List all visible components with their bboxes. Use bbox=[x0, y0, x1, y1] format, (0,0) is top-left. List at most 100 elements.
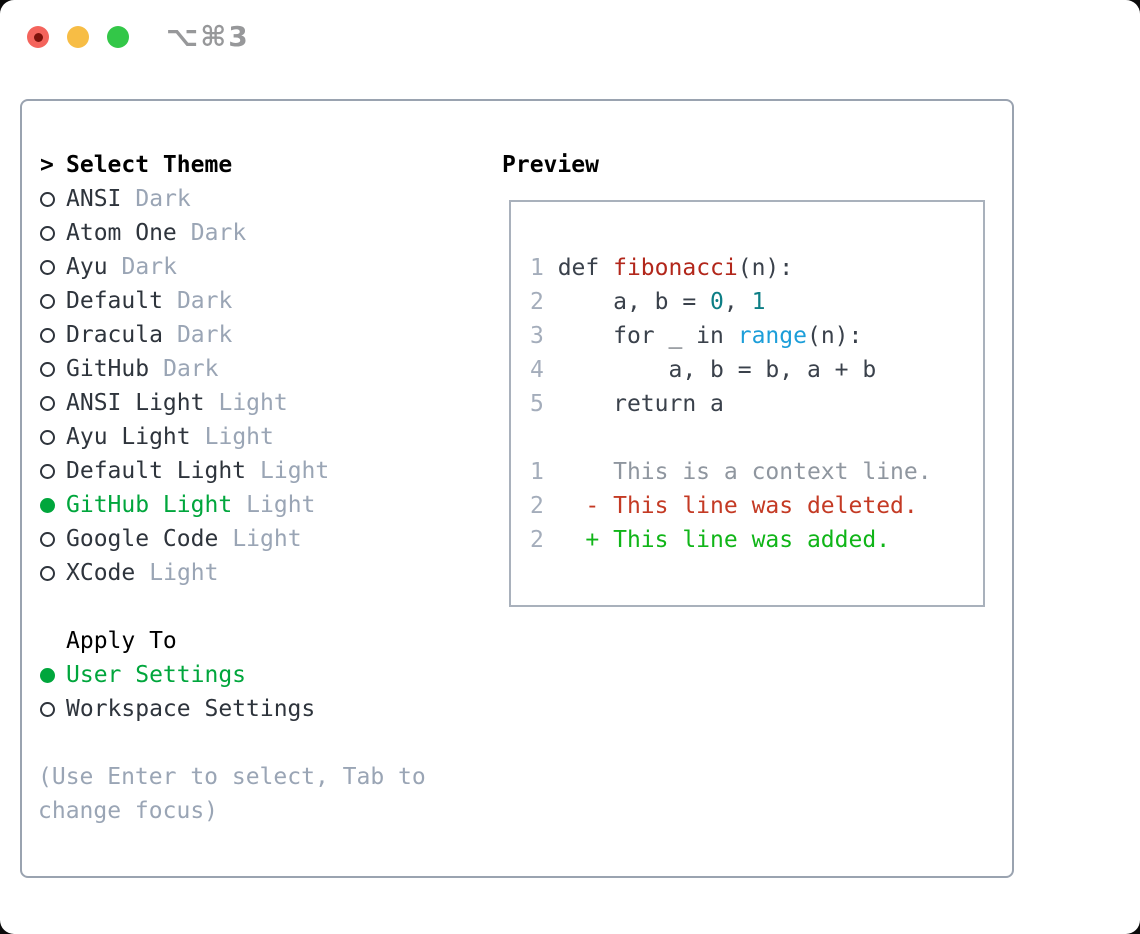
theme-name: Dracula bbox=[66, 322, 163, 348]
zoom-button[interactable] bbox=[107, 26, 129, 48]
theme-variant-label: Dark bbox=[176, 322, 233, 348]
theme-variant-label: Dark bbox=[190, 220, 247, 246]
line-number: 2 bbox=[530, 493, 544, 519]
apply-to-title: Apply To bbox=[66, 628, 177, 654]
theme-list-header-row: > Select Theme bbox=[40, 148, 329, 182]
option-circle bbox=[40, 395, 55, 411]
radio-circle-icon bbox=[40, 259, 66, 275]
radio-circle-icon bbox=[40, 531, 66, 547]
line-number: 2 bbox=[530, 527, 544, 553]
theme-variant-label: Light bbox=[232, 526, 302, 552]
code-token: (n): bbox=[806, 323, 863, 349]
theme-option[interactable]: Google Code Light bbox=[40, 522, 329, 556]
code-token: return a bbox=[543, 391, 724, 417]
preview-title: Preview bbox=[502, 152, 599, 178]
option-circle bbox=[40, 259, 55, 275]
apply-option[interactable]: Workspace Settings bbox=[40, 692, 329, 726]
option-circle bbox=[40, 429, 55, 445]
code-token: - This line was deleted. bbox=[543, 493, 918, 519]
option-circle bbox=[40, 293, 55, 309]
apply-option-label: User Settings bbox=[66, 662, 247, 688]
theme-name: GitHub Light bbox=[66, 492, 233, 518]
theme-name: XCode bbox=[66, 560, 136, 586]
option-circle bbox=[40, 701, 55, 717]
theme-option[interactable]: Atom One Dark bbox=[40, 216, 329, 250]
window-title-shortcut: ⌥⌘3 bbox=[166, 20, 250, 53]
help-text: (Use Enter to select, Tab to change focu… bbox=[38, 764, 426, 824]
theme-option[interactable]: Ayu Dark bbox=[40, 250, 329, 284]
theme-option[interactable]: XCode Light bbox=[40, 556, 329, 590]
radio-selected-icon bbox=[40, 497, 66, 513]
code-line: 2 + This line was added. bbox=[530, 523, 983, 557]
theme-name: ANSI bbox=[66, 186, 122, 212]
radio-circle-icon bbox=[40, 225, 66, 241]
code-line: 2 a, b = 0, 1 bbox=[530, 285, 983, 319]
theme-option[interactable]: ANSI Dark bbox=[40, 182, 329, 216]
theme-name: Ayu bbox=[66, 254, 108, 280]
code-token: (n): bbox=[737, 255, 794, 281]
theme-option[interactable]: GitHub Light Light bbox=[40, 488, 329, 522]
radio-circle-icon bbox=[40, 429, 66, 445]
radio-circle-icon bbox=[40, 327, 66, 343]
code-token: This is a context line. bbox=[543, 459, 932, 485]
option-circle bbox=[40, 565, 55, 581]
radio-circle-icon bbox=[40, 395, 66, 411]
window-controls bbox=[27, 26, 129, 48]
code-line: 4 a, b = b, a + b bbox=[530, 353, 983, 387]
radio-circle-icon bbox=[40, 701, 66, 717]
line-number: 3 bbox=[530, 323, 544, 349]
line-number: 4 bbox=[530, 357, 544, 383]
theme-name: Google Code bbox=[66, 526, 219, 552]
code-line: 1 This is a context line. bbox=[530, 455, 983, 489]
code-line: 1 def fibonacci(n): bbox=[530, 251, 983, 285]
theme-option[interactable]: Default Light Light bbox=[40, 454, 329, 488]
radio-circle-icon bbox=[40, 293, 66, 309]
minimize-button[interactable] bbox=[67, 26, 89, 48]
theme-variant-label: Light bbox=[204, 424, 274, 450]
line-number: 1 bbox=[530, 255, 544, 281]
option-circle bbox=[40, 361, 55, 377]
code-token: 1 bbox=[751, 289, 766, 315]
theme-variant-label: Light bbox=[218, 390, 288, 416]
theme-variant-label: Light bbox=[260, 458, 330, 484]
apply-option-label: Workspace Settings bbox=[66, 696, 316, 722]
line-number: 1 bbox=[530, 459, 544, 485]
code-token: range bbox=[737, 323, 807, 349]
code-token: for _ in bbox=[543, 323, 738, 349]
theme-variant-label: Dark bbox=[121, 254, 177, 280]
theme-list-title: Select Theme bbox=[66, 152, 233, 178]
option-circle bbox=[40, 225, 55, 241]
theme-option[interactable]: Dracula Dark bbox=[40, 318, 329, 352]
code-token: fibonacci bbox=[613, 255, 738, 281]
close-button[interactable] bbox=[27, 26, 49, 48]
theme-name: Atom One bbox=[66, 220, 177, 246]
option-circle bbox=[40, 327, 55, 343]
code-token: a, b = bbox=[543, 289, 711, 315]
theme-variant-label: Dark bbox=[135, 186, 191, 212]
option-circle bbox=[40, 191, 55, 207]
code-line: 2 - This line was deleted. bbox=[530, 489, 983, 523]
code-line: 5 return a bbox=[530, 387, 983, 421]
theme-variant-label: Light bbox=[149, 560, 219, 586]
apply-to-header-row: Apply To bbox=[40, 624, 329, 658]
theme-name: Default Light bbox=[66, 458, 247, 484]
radio-selected-icon bbox=[40, 667, 66, 683]
theme-variant-label: Light bbox=[246, 492, 316, 518]
theme-variant-label: Dark bbox=[163, 356, 219, 382]
code-line bbox=[530, 421, 983, 455]
code-token: def bbox=[543, 255, 614, 281]
unsaved-indicator-dot bbox=[33, 32, 43, 42]
apply-option[interactable]: User Settings bbox=[40, 658, 329, 692]
code-token: 0 bbox=[710, 289, 724, 315]
radio-circle-icon bbox=[40, 463, 66, 479]
line-number: 2 bbox=[530, 289, 544, 315]
